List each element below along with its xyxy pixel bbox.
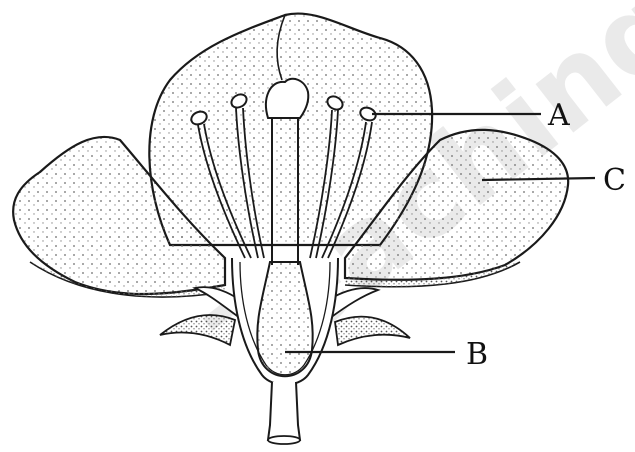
- pedicel: [268, 382, 300, 440]
- label-b: B: [466, 337, 488, 372]
- ovary: [257, 262, 312, 376]
- left-outer-sepal: [160, 315, 235, 345]
- stigma: [266, 79, 308, 118]
- right-outer-sepal: [335, 317, 410, 345]
- label-a: A: [547, 98, 570, 133]
- label-c: C: [603, 163, 626, 198]
- pedicel-cut: [268, 436, 300, 444]
